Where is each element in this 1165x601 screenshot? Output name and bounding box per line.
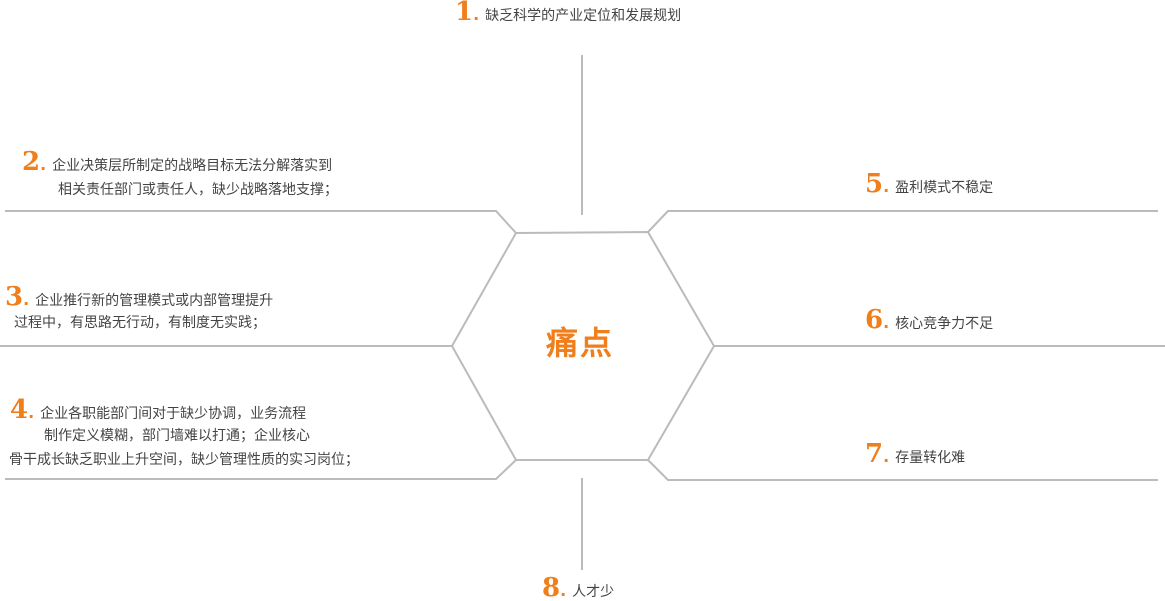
item-text: 核心竞争力不足 [895,316,994,332]
item-number: 3 [5,282,24,312]
connector-2 [5,210,517,234]
pain-point-1: 1.缺乏科学的产业定位和发展规划 [455,0,681,28]
item-text: 企业决策层所制定的战略目标无法分解落实到 [52,158,333,174]
item-text: 存量转化难 [895,450,966,466]
connector-5 [647,210,1158,233]
connector-7 [647,459,1158,481]
pain-point-8: 8.人才少 [542,573,615,601]
pain-point-5: 5.盈利模式不稳定 [865,169,994,199]
item-number: 1 [455,0,474,27]
item-text: 人才少 [572,584,615,600]
item-text: 盈利模式不稳定 [895,180,994,196]
pain-point-3: 3.企业推行新的管理模式或内部管理提升 [5,282,274,312]
item-text: 企业各职能部门间对于缺少协调，业务流程 [40,406,307,422]
pain-point-4: 4.企业各职能部门间对于缺少协调，业务流程 [10,395,307,425]
item-number: 4 [10,395,29,425]
item-number: 5 [865,169,884,199]
item-number: 6 [865,305,884,335]
item-text: 企业推行新的管理模式或内部管理提升 [35,293,274,309]
pain-point-2-line-2: 相关责任部门或责任人，缺少战略落地支撑； [58,182,338,198]
pain-point-4-line-3: 骨干成长缺乏职业上升空间，缺少管理性质的实习岗位； [9,452,359,468]
center-label: 痛点 [545,324,614,362]
pain-point-7: 7.存量转化难 [865,439,966,469]
connector-4 [5,459,517,480]
item-number: 7 [865,439,884,469]
pain-point-3-line-2: 过程中，有思路无行动，有制度无实践； [14,315,266,331]
item-number: 8 [542,573,561,601]
pain-point-2: 2.企业决策层所制定的战略目标无法分解落实到 [22,147,333,177]
item-number: 2 [22,147,41,177]
pain-point-4-line-2: 制作定义模糊，部门墙难以打通；企业核心 [44,428,310,444]
item-text: 缺乏科学的产业定位和发展规划 [485,8,682,24]
pain-point-6: 6.核心竞争力不足 [865,305,994,335]
